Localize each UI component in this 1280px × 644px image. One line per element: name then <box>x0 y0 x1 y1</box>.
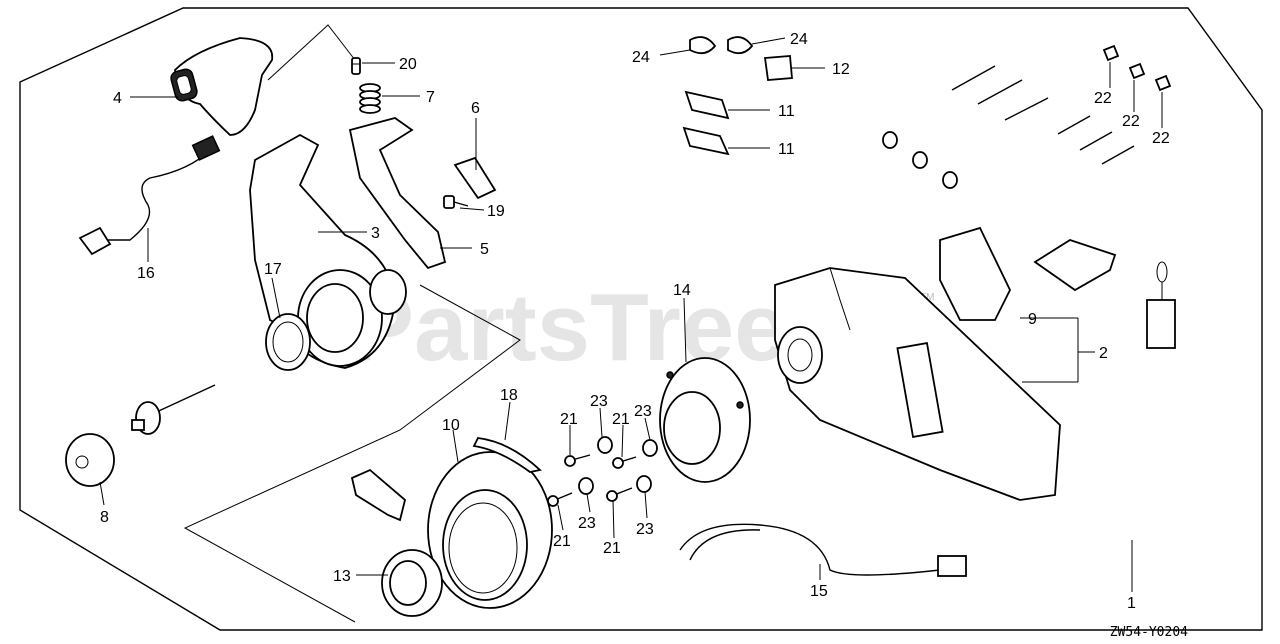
callout-11-b: 11 <box>778 141 795 158</box>
gasket-pad-part <box>1033 239 1117 292</box>
callout-7: 7 <box>426 89 435 106</box>
handle-guide-line <box>267 24 356 81</box>
bolt-21-c <box>547 492 573 507</box>
callout-21-b: 21 <box>612 411 630 428</box>
shaft-pin-part <box>131 384 216 435</box>
callout-8: 8 <box>100 509 109 526</box>
callout-20: 20 <box>399 56 417 73</box>
o-ring-inner <box>272 321 304 363</box>
washer-23-b <box>642 439 658 457</box>
callout-22-a: 22 <box>1094 90 1112 107</box>
bolt-21-d <box>606 487 633 502</box>
callout-11-a: 11 <box>778 103 795 120</box>
callout-21-d: 21 <box>603 540 621 557</box>
callout-17: 17 <box>264 261 282 278</box>
control-box-housing-part <box>774 267 1061 501</box>
callout-21-c: 21 <box>553 533 571 550</box>
spring-strip-part <box>472 437 542 473</box>
bolt-21-a <box>564 454 591 467</box>
control-arm-part <box>249 133 407 369</box>
assembly-boundary <box>19 7 1263 631</box>
grommet-part <box>65 433 115 487</box>
gear-part <box>381 549 443 617</box>
retainer-24-b <box>727 36 754 55</box>
callout-23-a: 23 <box>590 393 608 410</box>
callout-21-a: 21 <box>560 411 578 428</box>
callout-6: 6 <box>471 100 480 117</box>
callout-12: 12 <box>832 61 850 78</box>
bracket-11-a <box>684 90 730 120</box>
screw-set-right <box>882 44 1172 189</box>
callout-13: 13 <box>333 568 351 585</box>
diagram-code: ZW54-Y0204 <box>1110 625 1188 640</box>
callout-10: 10 <box>442 417 460 434</box>
label-tag-part <box>1146 261 1176 349</box>
callout-14: 14 <box>673 282 691 299</box>
callout-23-d: 23 <box>636 521 654 538</box>
detent-plate-part <box>350 468 407 522</box>
subassembly-boundary-line <box>183 284 521 623</box>
callout-3: 3 <box>371 225 380 242</box>
friction-disc-part <box>427 451 553 609</box>
trademark-mark: TM <box>920 292 934 303</box>
callout-19: 19 <box>487 203 505 220</box>
callout-18: 18 <box>500 387 518 404</box>
callout-2: 2 <box>1099 345 1108 362</box>
washer-23-d <box>636 475 652 493</box>
small-screw-part <box>351 57 361 75</box>
gasket-part <box>939 226 1012 321</box>
neutral-switch-cable-part <box>78 135 221 256</box>
callout-23-b: 23 <box>634 403 652 420</box>
part-callouts: 1 2 3 4 5 6 7 8 9 10 11 11 12 13 14 15 1… <box>100 31 1170 612</box>
clip-12-part <box>763 55 793 81</box>
plate-screw-part <box>443 195 469 209</box>
spring-part <box>359 83 381 114</box>
callout-5: 5 <box>480 241 489 258</box>
bracket-11-b <box>682 126 730 156</box>
callout-24-b: 24 <box>790 31 808 48</box>
callout-23-c: 23 <box>578 515 596 532</box>
washer-23-c <box>578 477 594 495</box>
leader-lines <box>99 37 1163 592</box>
callout-22-c: 22 <box>1152 130 1170 147</box>
callout-16: 16 <box>137 265 155 282</box>
callout-9: 9 <box>1028 311 1037 328</box>
trim-ring-part <box>659 357 751 483</box>
callout-4: 4 <box>113 90 122 107</box>
callout-15: 15 <box>810 583 828 600</box>
washer-23-a <box>597 436 613 454</box>
bolt-21-b <box>612 456 637 469</box>
wire-harness-part <box>679 523 967 577</box>
friction-plate-part <box>453 156 497 200</box>
callout-1: 1 <box>1127 595 1136 612</box>
callout-24-a: 24 <box>632 49 650 66</box>
throttle-lever-part <box>348 117 447 270</box>
retainer-24-a <box>689 36 717 55</box>
lever-handle-part <box>170 37 274 136</box>
callout-22-b: 22 <box>1122 113 1140 130</box>
